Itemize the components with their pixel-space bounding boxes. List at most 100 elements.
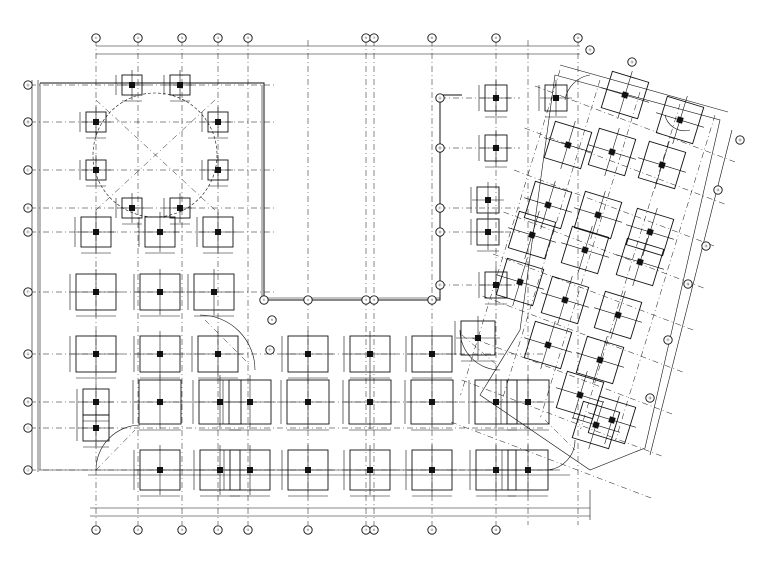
column-marker (516, 278, 524, 286)
axis-bubble-label: Ⓔ (26, 229, 29, 234)
axis-bubble-left: Ⓐ (435, 93, 445, 103)
axis-bubble-label: Ⓒ (438, 205, 441, 210)
grid-line-rotated (513, 169, 717, 248)
axis-bubble-circle (369, 525, 379, 535)
axis-bubble-label: ① (263, 298, 266, 302)
axis-bubble-label: ⑤ (431, 298, 434, 302)
column-marker (177, 205, 183, 211)
column-marker (367, 351, 373, 357)
footing-small (470, 182, 504, 220)
footing (187, 269, 239, 317)
axis-bubble-label: ⑩ (495, 528, 498, 532)
column-marker (564, 141, 572, 149)
column-marker (93, 167, 99, 173)
axis-bubble-top: ④ (369, 295, 379, 305)
axis-bubble-label: Ⓓ (438, 229, 441, 234)
axis-bubble-circle (627, 57, 637, 67)
footing (133, 445, 185, 497)
axis-bubble-label: ⑮ (704, 243, 707, 248)
axis-bubble-circle (23, 349, 33, 359)
axis-bubble-circle (427, 295, 437, 305)
axis-bubble-circle (23, 227, 33, 237)
footing-small (163, 193, 195, 225)
column-marker (93, 425, 99, 431)
column-marker (646, 228, 654, 236)
footing-rotated (615, 237, 665, 287)
axis-bubble-right: ⑭ (713, 185, 723, 195)
column-marker (525, 467, 531, 473)
axis-bubble-circle (23, 423, 33, 433)
axis-bubble-top: ③ (177, 33, 187, 43)
axis-bubble-circle (303, 295, 313, 305)
axis-bubble-right: ⑰ (663, 335, 673, 345)
circular-stair-core (92, 92, 218, 218)
axis-bubble-bottom: ⑤ (243, 525, 253, 535)
column-marker (247, 467, 253, 473)
footing-small (478, 267, 512, 305)
column-marker (247, 399, 253, 405)
axis-bubble-label: ② (137, 528, 140, 532)
axis-bubble-label: ④ (373, 298, 376, 302)
grid-line-rotated (450, 421, 654, 500)
axis-bubble-label: ⑫ (630, 59, 633, 64)
axis-bubble-circle (23, 203, 33, 213)
axis-bubble-bottom: ⑨ (427, 525, 437, 535)
axis-bubble-left: Ⓖ (23, 349, 33, 359)
axis-bubble-circle (267, 315, 277, 325)
axis-bubble-circle (303, 525, 313, 535)
axis-bubble-circle (491, 525, 501, 535)
column-marker (621, 91, 629, 99)
footing-rotated (507, 210, 557, 260)
column-marker (493, 282, 499, 288)
axis-bubble-circle (259, 295, 269, 305)
axis-bubble-circle (177, 525, 187, 535)
axis-bubble-top: ⑦ (369, 33, 379, 43)
grid-line-rotated (482, 295, 685, 374)
column-marker (576, 391, 584, 399)
grid-line-rotated (492, 253, 696, 332)
axis-bubble-label: ⑤ (247, 528, 250, 532)
column-marker (596, 356, 604, 364)
axis-bubble-circle (645, 393, 655, 403)
footing (223, 445, 275, 497)
grid-line-rotated (471, 337, 675, 416)
axis-bubble-circle (243, 33, 253, 43)
grid-line-rotated (460, 69, 561, 396)
column-marker (215, 119, 221, 125)
column-marker (215, 229, 221, 235)
axis-bubble-bottom: ② (133, 525, 143, 535)
column-marker (177, 82, 183, 88)
axis-bubble-circle (369, 33, 379, 43)
axis-bubble-label: Ⓔ (438, 282, 441, 287)
axis-bubble-label: Ⓘ (26, 425, 29, 430)
column-marker (561, 296, 569, 304)
axis-bubble-label: Ⓙ (26, 467, 29, 472)
axis-bubble-label: ⑥ (307, 528, 310, 532)
column-marker (367, 399, 373, 405)
axis-bubble-label: ⑥ (271, 318, 274, 322)
footing (76, 384, 114, 422)
column-marker (528, 231, 536, 239)
footing (281, 331, 333, 379)
axis-bubble-circle (573, 33, 583, 43)
axis-bubble-circle (735, 135, 745, 145)
axis-bubble-circle (713, 185, 723, 195)
axis-bubble-label: ② (137, 36, 140, 40)
axis-bubble-left: Ⓒ (435, 203, 445, 213)
footing-small (470, 214, 504, 252)
axis-bubble-label: ⑩ (577, 36, 580, 40)
axis-bubble-circle (23, 117, 33, 127)
footing-small (538, 80, 572, 118)
footings-east-wing (495, 70, 705, 450)
footing-rotated (543, 120, 593, 170)
grid-line-rotated (615, 114, 716, 441)
axis-bubble-label: ⑯ (686, 281, 689, 286)
footing-rotated (655, 95, 705, 145)
axis-bubble-label: Ⓒ (26, 167, 29, 172)
axis-bubble-circle (585, 45, 595, 55)
axis-bubble-right: ⑱ (645, 393, 655, 403)
column-marker (129, 82, 135, 88)
axis-bubble-circle (683, 279, 693, 289)
